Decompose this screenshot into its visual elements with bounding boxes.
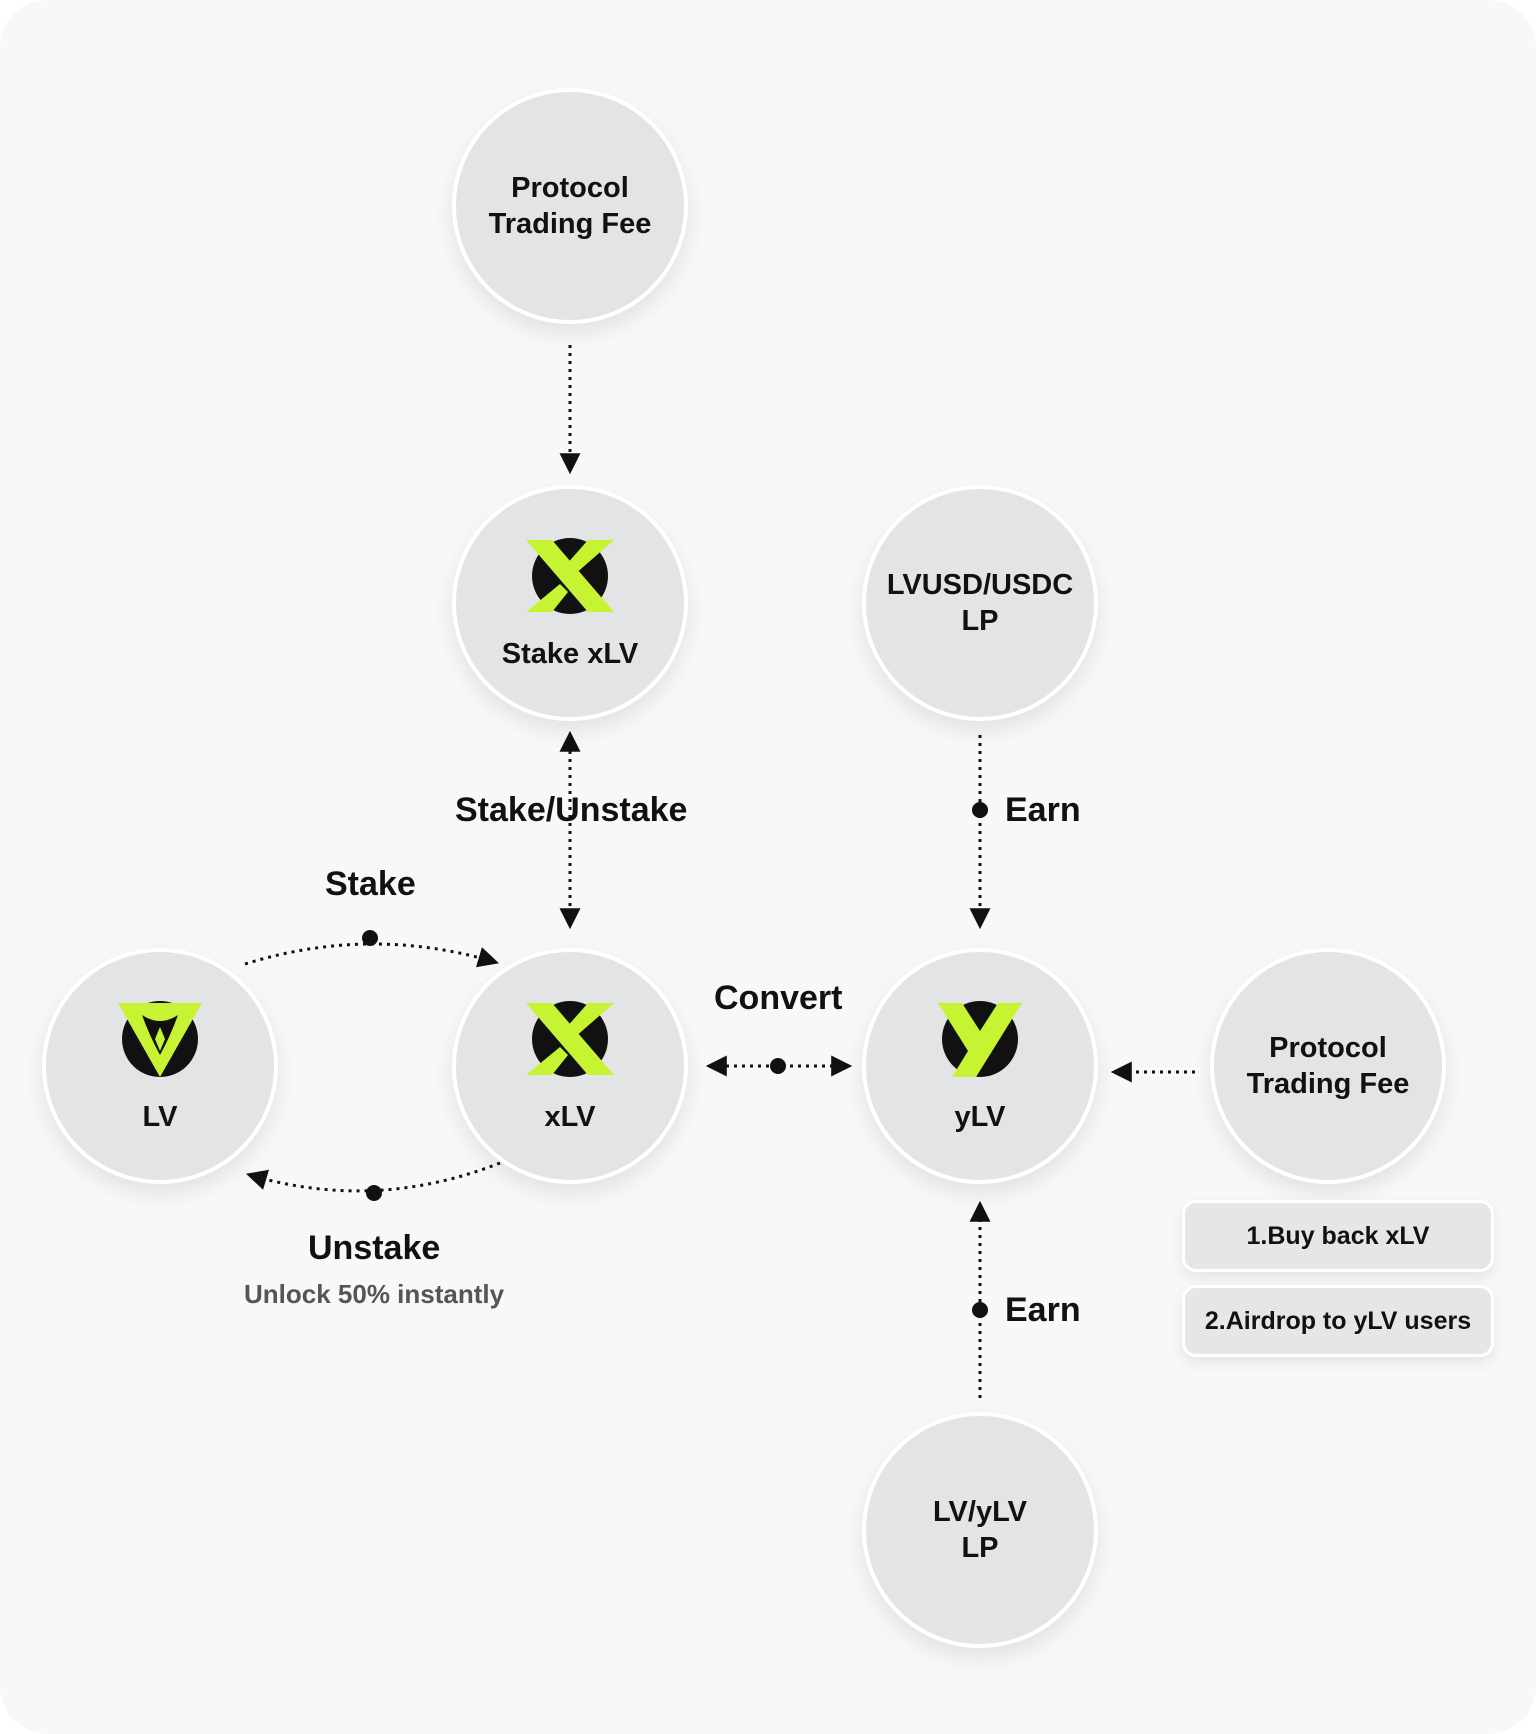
- fee-use-label: 2.Airdrop to yLV users: [1204, 1306, 1472, 1335]
- lv-node: LV: [42, 948, 278, 1184]
- node-label: LP: [961, 1532, 999, 1564]
- earn-top-dot: [972, 802, 988, 818]
- node-label: Stake xLV: [501, 638, 639, 670]
- earn-top-label: Earn: [1005, 791, 1081, 829]
- stake-xlv-node: Stake xLV: [452, 485, 688, 721]
- lvusd-usdc-lp-node: LVUSD/USDC LP: [862, 485, 1098, 721]
- stake-label: Stake: [325, 865, 416, 903]
- ylv-logo-icon: [938, 1001, 1022, 1077]
- node-label: yLV: [954, 1101, 1006, 1133]
- stake-unstake-label: Stake/Unstake: [455, 791, 688, 829]
- node-label: LV/yLV: [933, 1496, 1027, 1528]
- ylv-node: yLV: [862, 948, 1098, 1184]
- fee-use-label: 1.Buy back xLV: [1246, 1221, 1430, 1250]
- node-label: Protocol: [511, 172, 629, 204]
- convert-dot: [770, 1058, 786, 1074]
- xlv-node: xLV: [452, 948, 688, 1184]
- node-label: xLV: [544, 1101, 596, 1133]
- xlv-logo-icon: [526, 1001, 614, 1077]
- node-label: Trading Fee: [488, 208, 652, 240]
- unstake-label: Unstake: [308, 1229, 441, 1267]
- node-label: LP: [961, 605, 999, 637]
- node-label: Protocol: [1269, 1032, 1387, 1064]
- unstake-note: Unlock 50% instantly: [244, 1279, 505, 1309]
- stake-dot: [362, 930, 378, 946]
- fee-use-airdrop: 2.Airdrop to yLV users: [1182, 1285, 1494, 1357]
- node-label: Trading Fee: [1246, 1068, 1410, 1100]
- earn-bottom-dot: [972, 1302, 988, 1318]
- node-label: LVUSD/USDC: [886, 569, 1074, 601]
- fee-use-buyback: 1.Buy back xLV: [1182, 1200, 1494, 1272]
- unstake-dot: [366, 1185, 382, 1201]
- lv-logo-icon: [118, 1001, 202, 1077]
- earn-bottom-label: Earn: [1005, 1291, 1081, 1329]
- xlv-logo-icon: [526, 538, 614, 614]
- arrow-stake: [244, 942, 500, 968]
- node-label: LV: [142, 1101, 178, 1133]
- convert-label: Convert: [714, 979, 843, 1017]
- lv-ylv-lp-node: LV/yLV LP: [862, 1412, 1098, 1648]
